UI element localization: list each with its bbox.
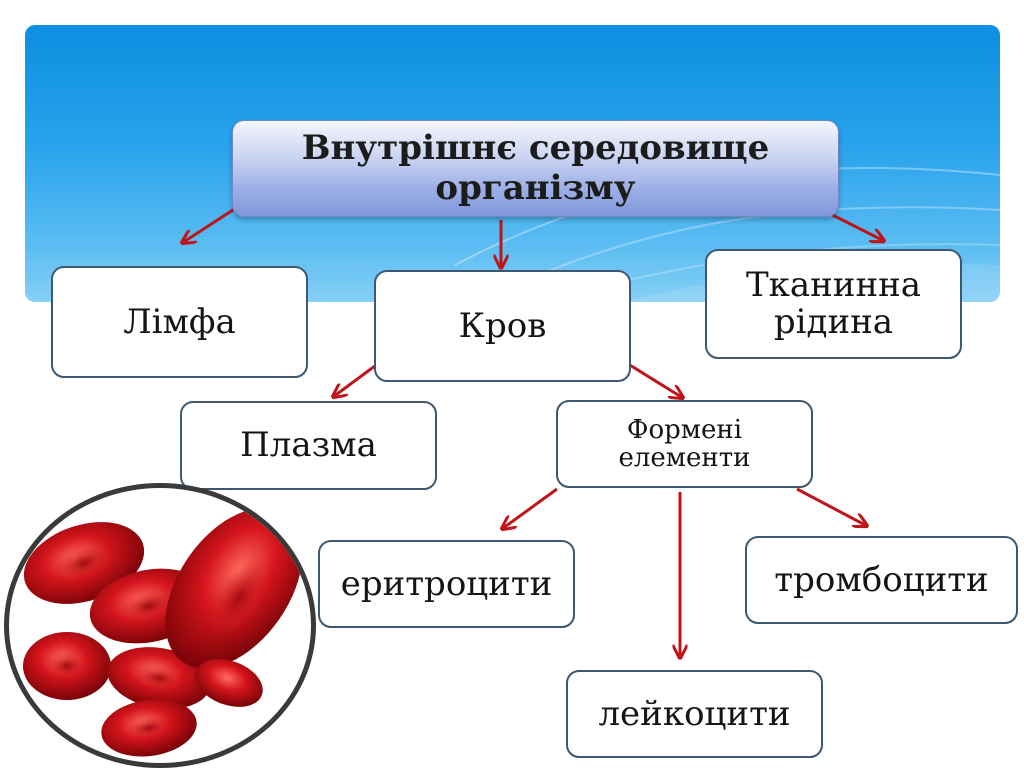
- plasma-label: Плазма: [240, 425, 377, 466]
- rbc-3: [23, 632, 111, 700]
- lymph-node: Лімфа: [51, 266, 308, 378]
- tissue-fluid-label-line1: Тканинна: [745, 265, 922, 306]
- erythrocytes-node: еритроцити: [318, 540, 575, 628]
- leukocytes-label: лейкоцити: [598, 693, 791, 734]
- formed-elements-node: Формені елементи: [556, 400, 813, 488]
- plasma-node: Плазма: [180, 401, 437, 490]
- formed-elements-label-line2: елементи: [618, 443, 751, 473]
- root-node: Внутрішнє середовище організму: [232, 120, 839, 217]
- rbc-6: [101, 699, 197, 757]
- blood-cells-illustration: [23, 507, 303, 757]
- tissue-fluid-node: Тканинна рідина: [705, 249, 962, 359]
- tissue-fluid-label-line2: рідина: [773, 302, 894, 342]
- leukocytes-node: лейкоцити: [566, 670, 823, 758]
- thrombocytes-label: тромбоцити: [774, 559, 989, 600]
- arrow-formed-to-thrombocytes: [796, 487, 867, 526]
- red-blood-cells-image: [4, 483, 316, 768]
- formed-elements-label-line1: Формені: [626, 414, 743, 445]
- blood-node: Кров: [374, 270, 631, 382]
- blood-label: Кров: [458, 305, 547, 346]
- arrow-formed-to-erythrocytes: [502, 487, 558, 529]
- erythrocytes-label: еритроцити: [340, 563, 553, 604]
- lymph-label: Лімфа: [123, 301, 236, 342]
- thrombocytes-node: тромбоцити: [745, 536, 1018, 624]
- root-label-line1: Внутрішнє середовище: [301, 128, 770, 169]
- rbc-7: [195, 659, 263, 707]
- rbc-5: [165, 507, 303, 669]
- root-label-line2: організму: [435, 167, 636, 208]
